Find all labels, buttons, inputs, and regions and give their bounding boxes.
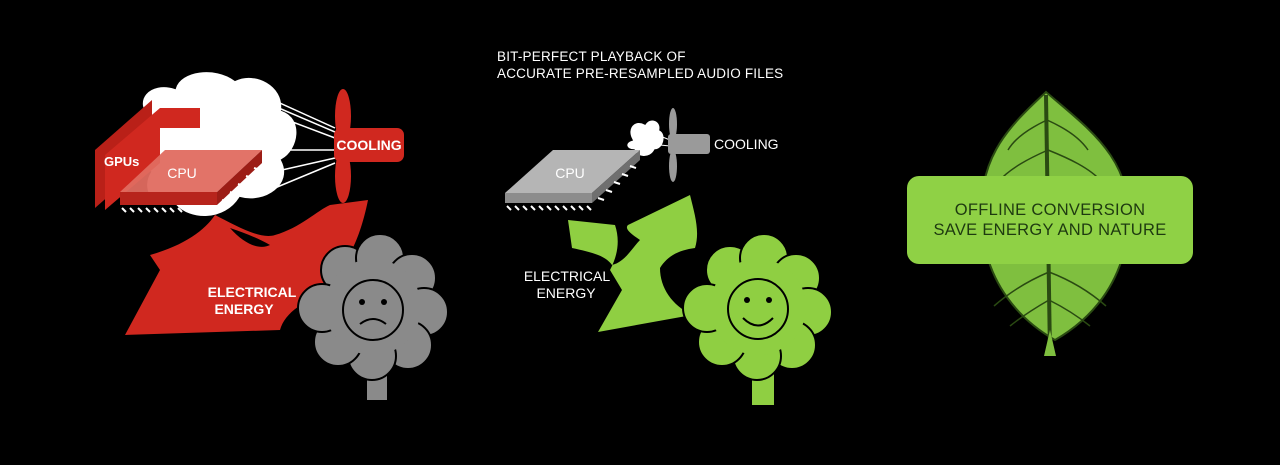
airflow-lines [239,84,336,191]
left-panel: COOLING GPUs CPU [95,70,449,400]
heat-cloud-icon [625,119,666,158]
cooling-label: COOLING [336,137,401,153]
energy-label-line1: ELECTRICAL [524,268,611,284]
happy-tree-icon [682,233,833,405]
energy-label-line1: ELECTRICAL [208,284,297,300]
middle-panel: COOLING CPU ELECTRICAL ENERGY [505,108,833,405]
cpu-chip: CPU [120,150,262,213]
energy-label-line2: ENERGY [214,301,274,317]
offline-conversion-box: OFFLINE CONVERSION SAVE ENERGY AND NATUR… [907,176,1193,264]
cpu-chip: CPU [505,150,640,211]
headline: BIT-PERFECT PLAYBACK OF ACCURATE PRE-RES… [497,48,783,82]
gpu-board: GPUs [95,100,200,210]
headline-line2: ACCURATE PRE-RESAMPLED AUDIO FILES [497,66,784,81]
offline-line2: SAVE ENERGY AND NATURE [933,221,1167,239]
cpu-label: CPU [555,165,585,181]
headline-line1: BIT-PERFECT PLAYBACK OF [497,49,686,64]
fan-icon [668,108,710,182]
cpu-label: CPU [167,165,197,181]
gpus-label: GPUs [104,154,139,169]
energy-label-line2: ENERGY [536,285,596,301]
sad-tree-icon [297,233,449,400]
energy-arrow [568,195,698,332]
cooling-label: COOLING [714,136,779,152]
offline-line1: OFFLINE CONVERSION [954,201,1146,219]
fan-icon: COOLING [334,89,404,203]
